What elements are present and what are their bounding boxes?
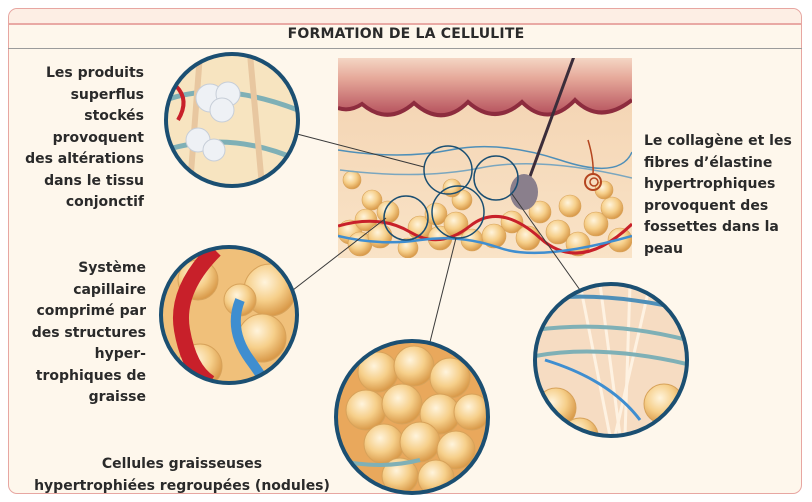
skin-cross-section — [338, 40, 632, 258]
label-collagene: Le collagène et les fibres d’élastine hy… — [644, 131, 804, 260]
zoom-circle-collagen — [535, 284, 687, 454]
label-capillaire: Système capillaire comprimé par des stru… — [14, 258, 146, 409]
label-produits: Les produits superflus stockés provoquen… — [14, 63, 144, 214]
label-cellules: Cellules graisseuses hypertrophiées regr… — [6, 453, 358, 497]
